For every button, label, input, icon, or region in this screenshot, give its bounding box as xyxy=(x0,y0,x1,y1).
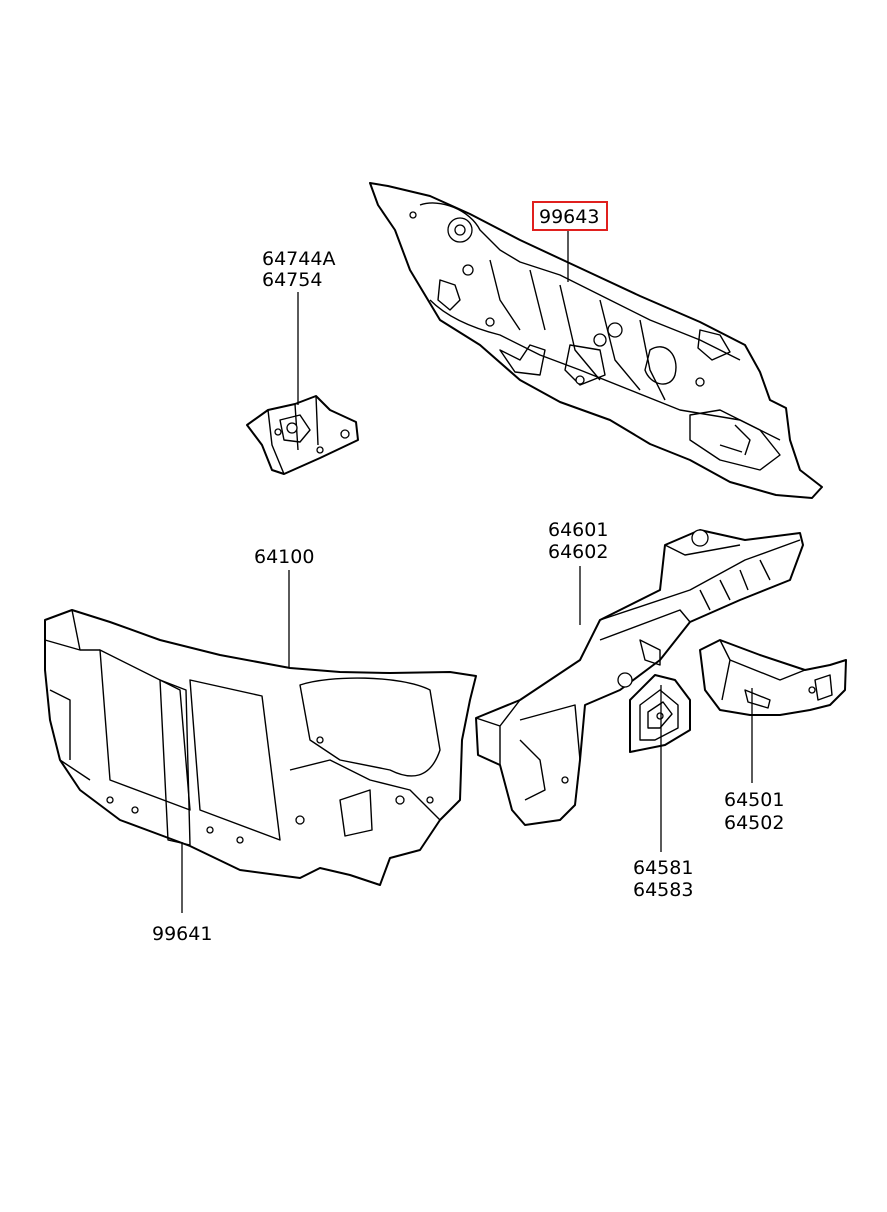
callout-64502[interactable]: 64502 xyxy=(724,812,784,834)
callout-64602[interactable]: 64602 xyxy=(548,541,608,563)
callout-99643[interactable]: 99643 xyxy=(539,206,599,228)
radiator-support-part[interactable] xyxy=(44,609,477,886)
apron-rear-part[interactable] xyxy=(699,639,847,716)
bracket-part[interactable] xyxy=(246,395,359,475)
callout-64601[interactable]: 64601 xyxy=(548,519,608,541)
side-member-part[interactable] xyxy=(475,529,804,826)
callout-64754[interactable]: 64754 xyxy=(262,269,322,291)
dash-panel-part[interactable] xyxy=(369,182,823,499)
callout-64581[interactable]: 64581 xyxy=(633,857,693,879)
callout-64501[interactable]: 64501 xyxy=(724,789,784,811)
highlight-box xyxy=(532,201,608,231)
apron-bracket-part[interactable] xyxy=(629,674,691,753)
callout-64744A[interactable]: 64744A xyxy=(262,248,335,270)
callout-99641[interactable]: 99641 xyxy=(152,923,212,945)
callout-64100[interactable]: 64100 xyxy=(254,546,314,568)
callout-64583[interactable]: 64583 xyxy=(633,879,693,901)
